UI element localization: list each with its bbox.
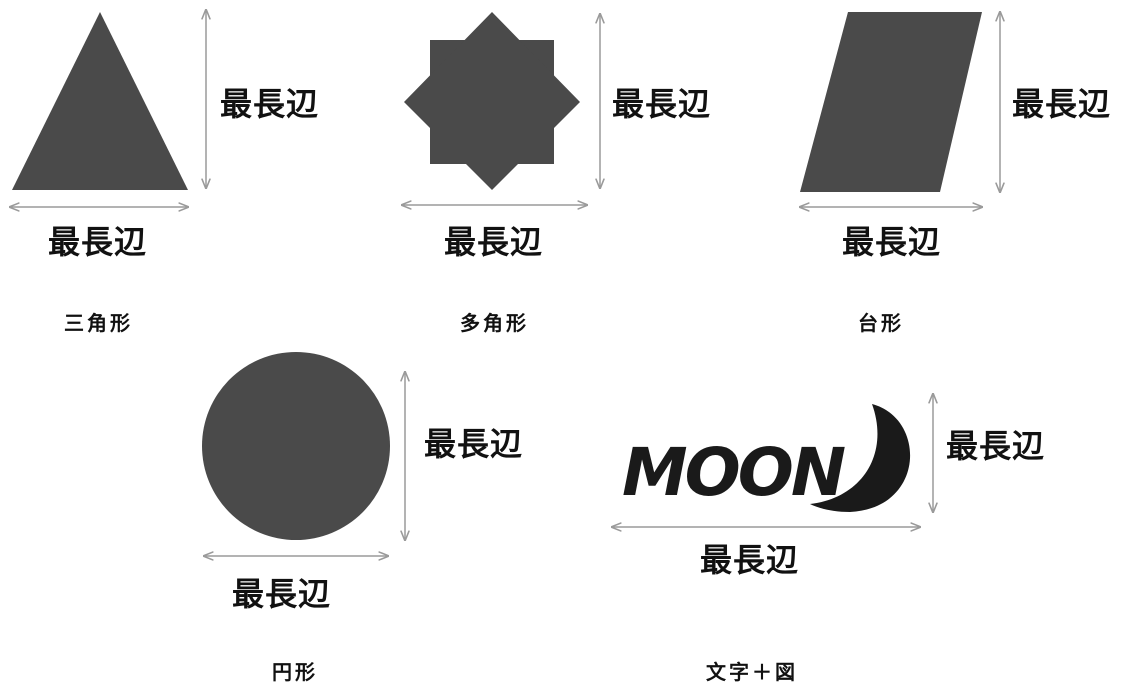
polygon-side-label: 最長辺 bbox=[612, 85, 712, 123]
triangle-caption: 三角形 bbox=[64, 311, 133, 335]
text-figure-bottom-label: 最長辺 bbox=[700, 541, 800, 579]
circle-caption: 円形 bbox=[272, 660, 318, 684]
moon-logo-text: MOON bbox=[622, 434, 846, 511]
circle-bottom-label: 最長辺 bbox=[232, 575, 332, 613]
triangle-side-label: 最長辺 bbox=[220, 85, 320, 123]
circle-shape bbox=[202, 352, 390, 540]
trapezoid-bottom-label: 最長辺 bbox=[842, 223, 942, 261]
polygon-bottom-label: 最長辺 bbox=[444, 223, 544, 261]
trapezoid-caption: 台形 bbox=[858, 311, 904, 335]
triangle-shape bbox=[12, 12, 188, 190]
circle-side-label: 最長辺 bbox=[424, 425, 524, 463]
polygon-caption: 多角形 bbox=[460, 311, 529, 335]
polygon-shape-diamond bbox=[404, 12, 580, 190]
text-figure-caption: 文字＋図 bbox=[706, 660, 798, 684]
text-figure-side-label: 最長辺 bbox=[946, 427, 1046, 465]
trapezoid-shape bbox=[800, 12, 982, 192]
trapezoid-side-label: 最長辺 bbox=[1012, 85, 1112, 123]
triangle-bottom-label: 最長辺 bbox=[48, 223, 148, 261]
crescent-moon-icon bbox=[810, 404, 911, 512]
